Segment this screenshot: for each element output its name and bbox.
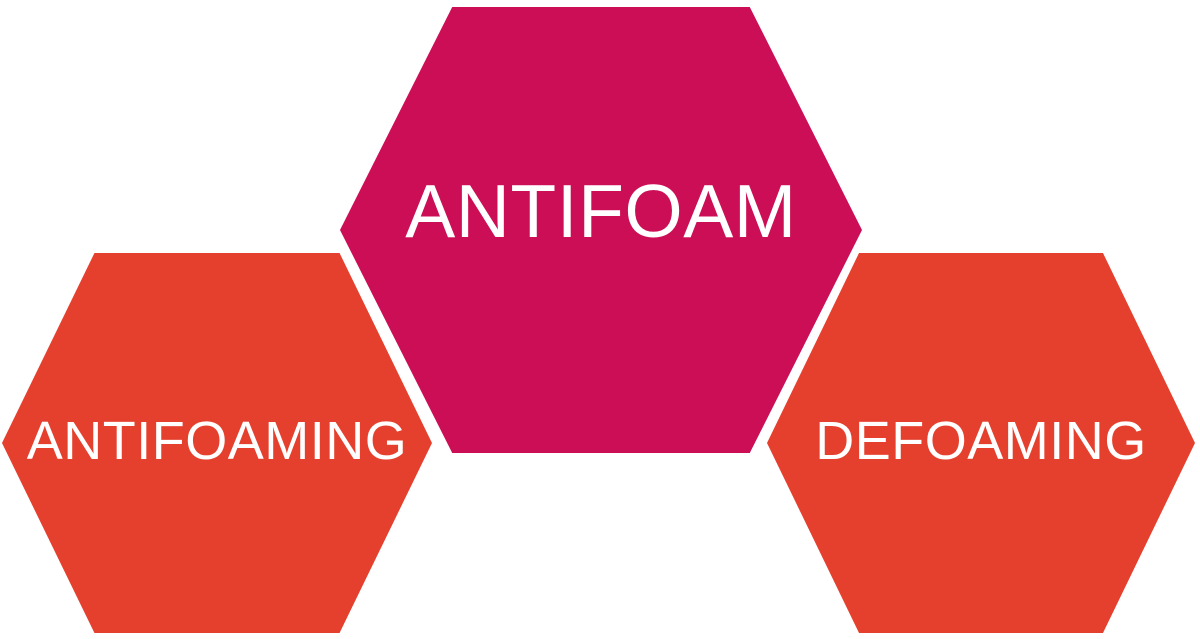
hexagon-antifoaming: ANTIFOAMING bbox=[2, 253, 432, 633]
hexagon-antifoam-label: ANTIFOAM bbox=[405, 168, 797, 253]
hexagon-defoaming-label: DEFOAMING bbox=[815, 411, 1147, 471]
hexagon-antifoam: ANTIFOAM bbox=[340, 7, 862, 453]
hexagon-defoaming: DEFOAMING bbox=[767, 253, 1195, 633]
hexagon-antifoaming-label: ANTIFOAMING bbox=[26, 411, 408, 471]
